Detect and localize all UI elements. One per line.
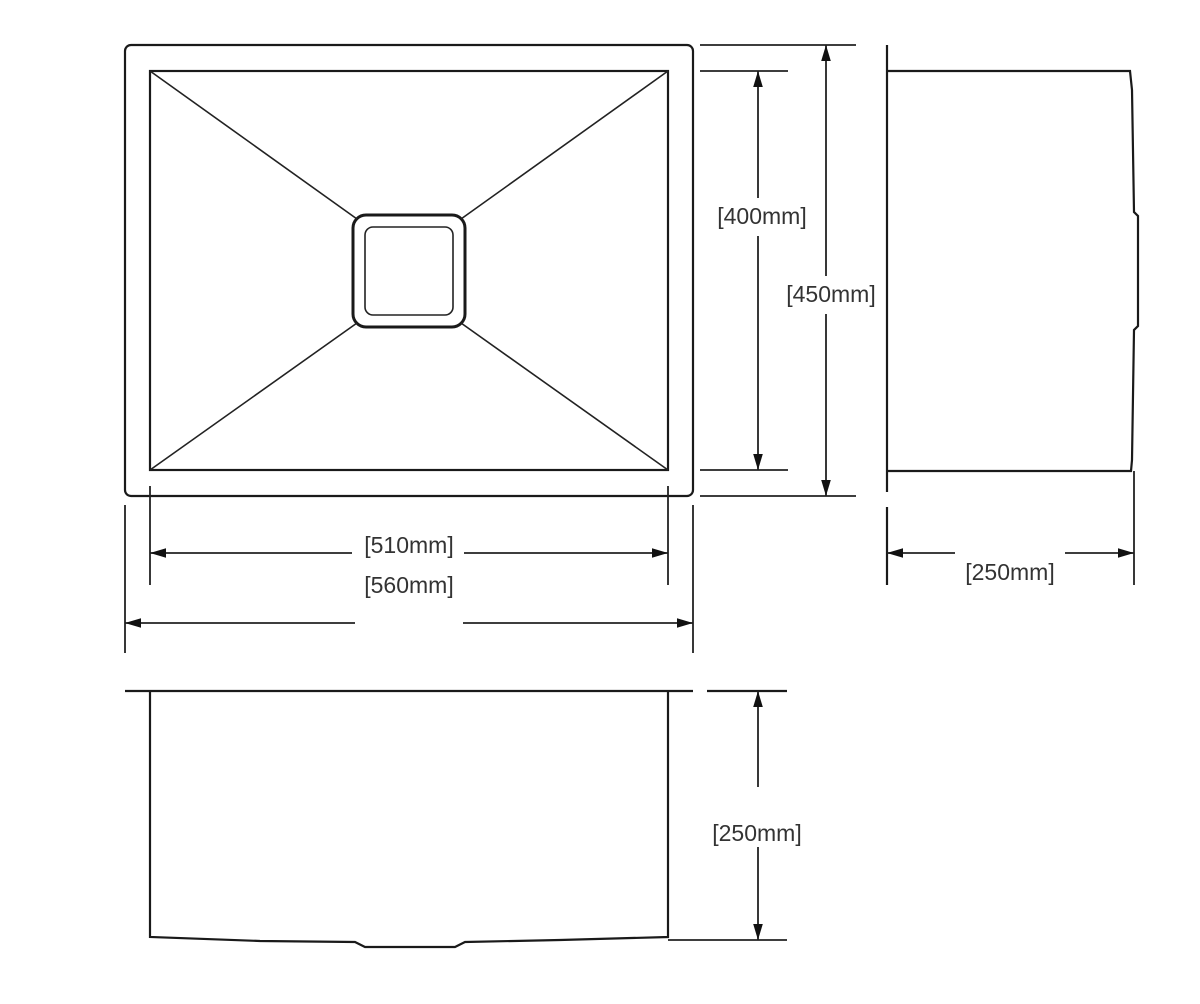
side-view: [250mm] [885, 45, 1140, 585]
sink-bowl-inner [148, 69, 670, 472]
dimension-label: [450mm] [786, 281, 875, 307]
dimension-510mm: [510mm] [149, 486, 669, 585]
dimension-450mm: [450mm] [700, 44, 876, 497]
dimension-label: [560mm] [364, 572, 453, 598]
top-view [123, 43, 695, 498]
sink-outer-rim [123, 43, 695, 498]
dimension-label: [510mm] [364, 532, 453, 558]
bowl-slope-lines [149, 70, 669, 471]
dimension-label: [400mm] [717, 203, 806, 229]
drain-inner [364, 226, 454, 316]
drain-outer [351, 213, 467, 329]
dimension-400mm: [400mm] [700, 70, 807, 471]
front-view: [250mm] [125, 689, 802, 949]
dimension-label: [250mm] [965, 559, 1054, 585]
dimension-560mm: [560mm] [124, 505, 694, 653]
dimension-label: [250mm] [712, 820, 801, 846]
